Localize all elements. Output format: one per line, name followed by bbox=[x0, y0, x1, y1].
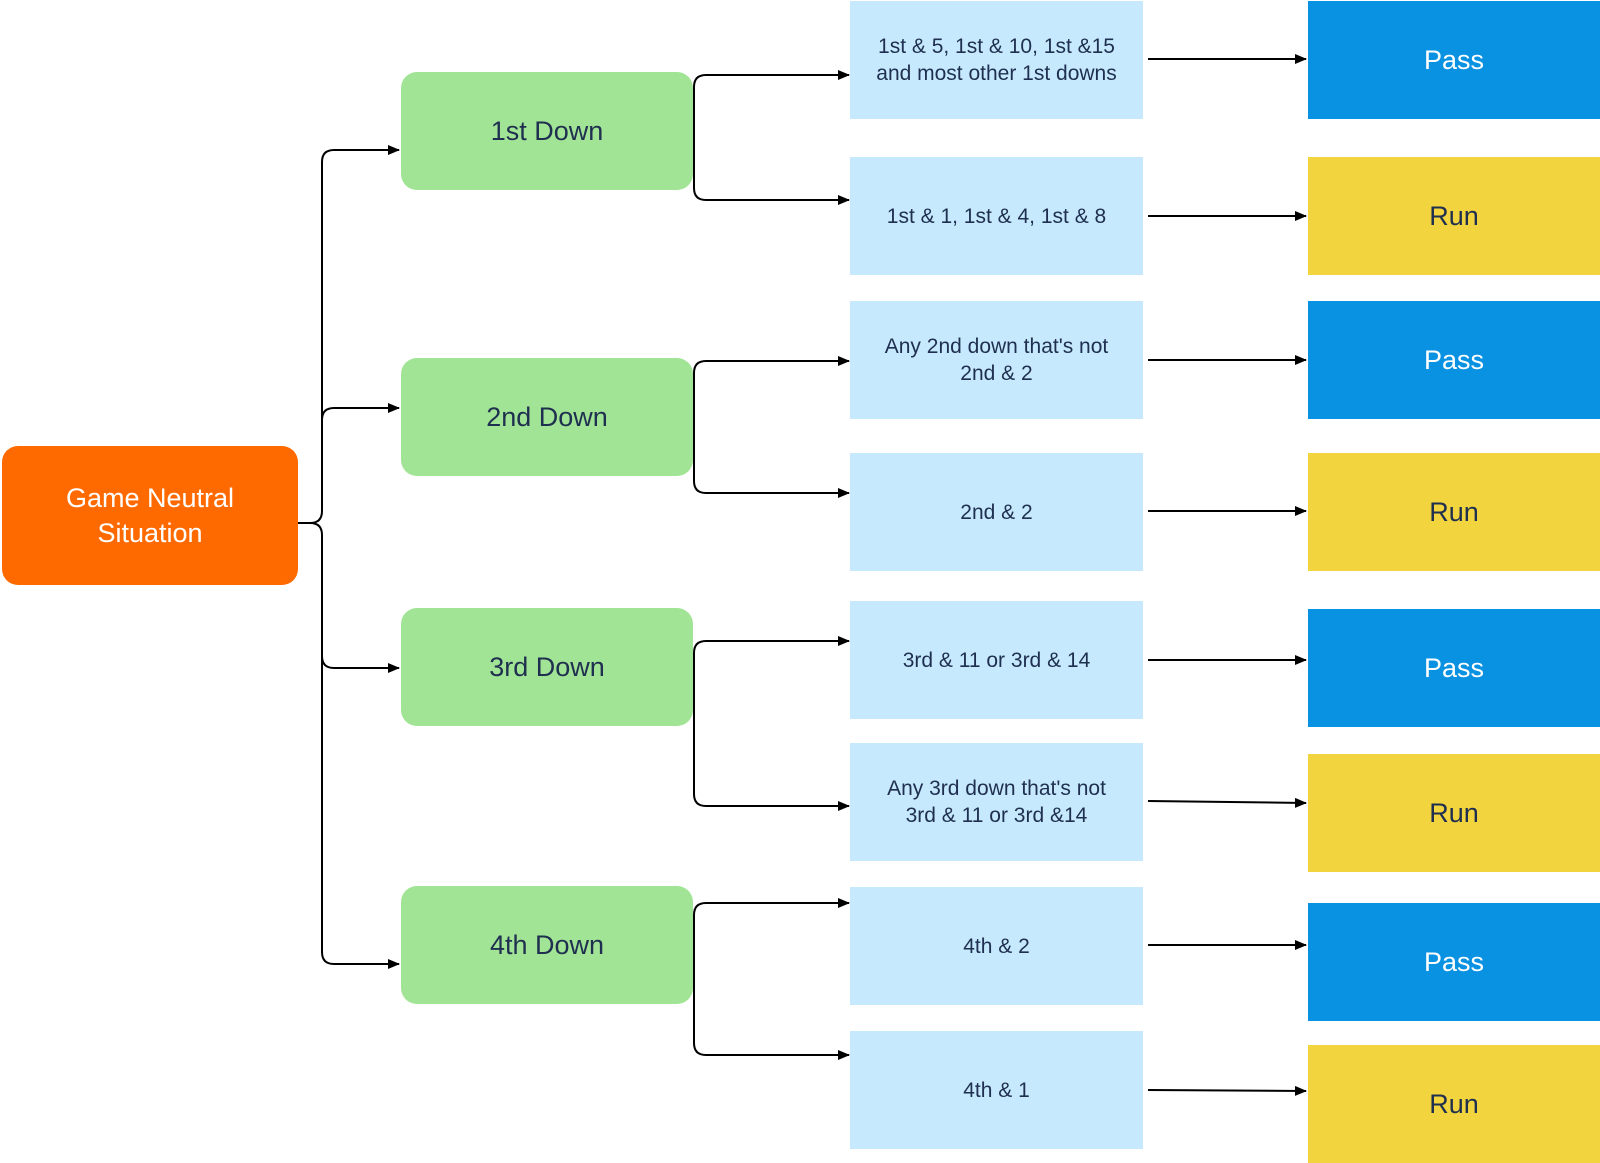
condition-label: 2nd & 2 bbox=[960, 500, 1033, 524]
condition-2nd-down-pass: Any 2nd down that's not 2nd & 2 bbox=[850, 301, 1143, 419]
second-down-label: 2nd Down bbox=[486, 401, 608, 432]
first-down-label: 1st Down bbox=[490, 115, 604, 146]
game-neutral-situation-node: Game Neutral Situation bbox=[2, 446, 298, 585]
condition-label: Any 3rd down that's not 3rd & 11 or 3rd … bbox=[887, 777, 1106, 827]
play-pass-3rd-down: Pass bbox=[1308, 609, 1600, 727]
connector-4th-down-to-pass-condition bbox=[693, 898, 850, 916]
play-label: Pass bbox=[1423, 946, 1485, 977]
condition-label: 4th & 2 bbox=[963, 934, 1030, 958]
connector-3rd-down-to-run-condition bbox=[693, 653, 850, 811]
connector-2nd-down-to-pass-condition bbox=[693, 356, 850, 374]
condition-label: 4th & 1 bbox=[963, 1078, 1030, 1102]
connector-4th-down-to-run-condition bbox=[693, 915, 850, 1060]
condition-1st-down-run: 1st & 1, 1st & 4, 1st & 8 bbox=[850, 157, 1143, 275]
connector-root-to-2nd-down bbox=[321, 403, 400, 421]
connector-1st-down-to-pass-condition bbox=[693, 70, 850, 88]
condition-label: Any 2nd down that's not 2nd & 2 bbox=[884, 335, 1109, 385]
play-label: Pass bbox=[1423, 652, 1485, 683]
third-down-node: 3rd Down bbox=[401, 608, 693, 726]
connector-c8-to-play bbox=[1147, 1085, 1307, 1096]
connector-root-to-3rd-down bbox=[309, 522, 400, 673]
play-run-1st-down: Run bbox=[1308, 157, 1600, 275]
connector-2nd-down-to-run-condition bbox=[693, 373, 850, 498]
condition-label: 1st & 1, 1st & 4, 1st & 8 bbox=[886, 204, 1107, 228]
condition-4th-down-pass: 4th & 2 bbox=[850, 887, 1143, 1005]
play-label: Pass bbox=[1423, 44, 1485, 75]
play-pass-1st-down: Pass bbox=[1308, 1, 1600, 119]
play-run-2nd-down: Run bbox=[1308, 453, 1600, 571]
third-down-label: 3rd Down bbox=[489, 651, 605, 682]
fourth-down-node: 4th Down bbox=[401, 886, 693, 1004]
condition-2nd-down-run: 2nd & 2 bbox=[850, 453, 1143, 571]
play-label: Pass bbox=[1423, 344, 1485, 375]
condition-label: 3rd & 11 or 3rd & 14 bbox=[902, 648, 1091, 672]
connector-root-to-1st-down bbox=[309, 145, 400, 524]
play-label: Run bbox=[1429, 496, 1479, 527]
root-label: Game Neutral Situation bbox=[65, 482, 235, 548]
play-run-4th-down: Run bbox=[1308, 1045, 1600, 1163]
condition-3rd-down-pass: 3rd & 11 or 3rd & 14 bbox=[850, 601, 1143, 719]
condition-3rd-down-run: Any 3rd down that's not 3rd & 11 or 3rd … bbox=[850, 743, 1143, 861]
connector-1st-down-to-run-condition bbox=[693, 87, 850, 205]
condition-4th-down-run: 4th & 1 bbox=[850, 1031, 1143, 1149]
condition-1st-down-pass: 1st & 5, 1st & 10, 1st &15 and most othe… bbox=[850, 1, 1143, 119]
play-run-3rd-down: Run bbox=[1308, 754, 1600, 872]
fourth-down-label: 4th Down bbox=[489, 929, 605, 960]
play-label: Run bbox=[1429, 1088, 1479, 1119]
second-down-node: 2nd Down bbox=[401, 358, 693, 476]
connector-3rd-down-to-pass-condition bbox=[693, 636, 850, 654]
condition-label: 1st & 5, 1st & 10, 1st &15 and most othe… bbox=[876, 35, 1117, 85]
first-down-node: 1st Down bbox=[401, 72, 693, 190]
connector-c6-to-play bbox=[1147, 797, 1307, 808]
play-label: Run bbox=[1429, 797, 1479, 828]
play-pass-4th-down: Pass bbox=[1308, 903, 1600, 1021]
play-label: Run bbox=[1429, 200, 1479, 231]
connector-root-to-4th-down bbox=[321, 656, 400, 969]
play-pass-2nd-down: Pass bbox=[1308, 301, 1600, 419]
